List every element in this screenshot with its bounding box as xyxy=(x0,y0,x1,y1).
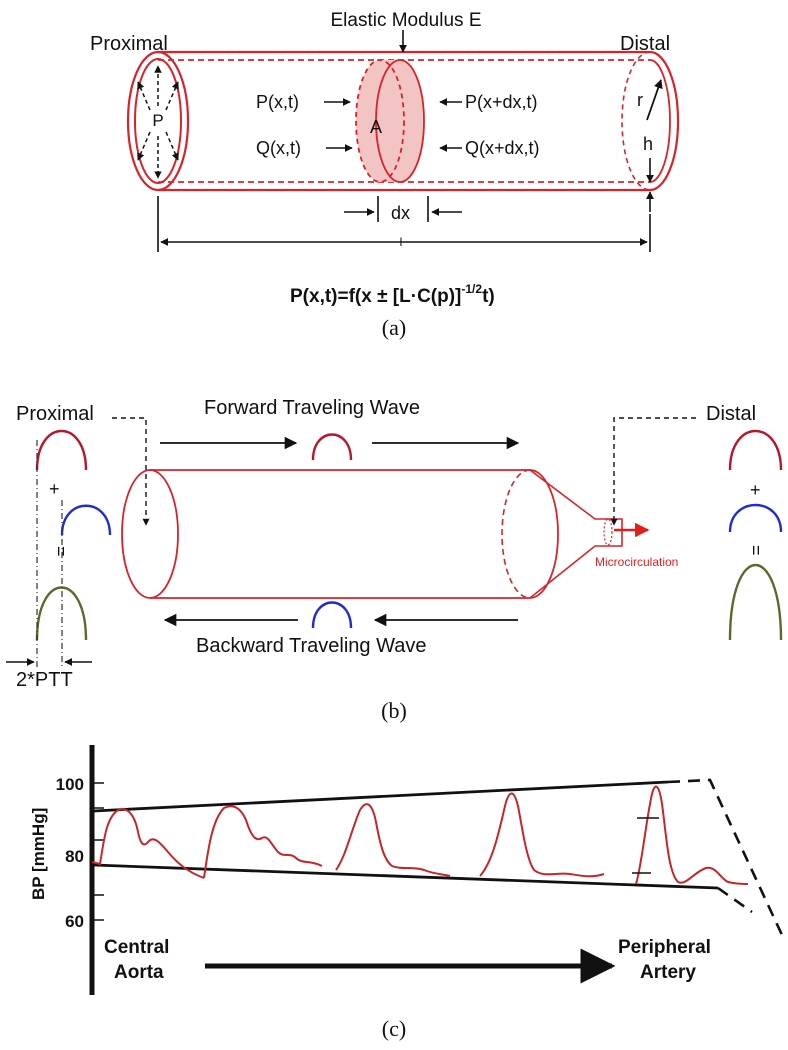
distal-forward-wave xyxy=(728,430,783,471)
proximal-plus: + xyxy=(49,479,60,499)
proximal-summation: + = 2*PTT xyxy=(6,430,112,691)
tick-60: 60 xyxy=(65,912,84,931)
elastic-modulus-label: Elastic Modulus E xyxy=(330,10,481,31)
p-right-label: P(x+dx,t) xyxy=(465,92,538,112)
vessel-b xyxy=(121,469,623,599)
central-label-1: Central xyxy=(104,937,169,958)
distal-sum-wave xyxy=(728,563,783,641)
bp-trace-peripheral xyxy=(635,785,749,885)
backward-wave-icon xyxy=(311,601,353,629)
bp-axis-label: BP [mmHg] xyxy=(29,808,48,900)
equation-main: P(x,t)=f(x ± [L·C(p)] xyxy=(290,286,461,307)
bp-trace-central xyxy=(91,808,205,879)
panel-a: P Proximal Distal Elastic Modulus E A P(… xyxy=(90,10,680,340)
forward-wave-icon xyxy=(311,433,353,461)
proximal-forward-wave xyxy=(35,430,88,471)
peripheral-label-1: Peripheral xyxy=(618,937,711,958)
equation-tail: t) xyxy=(482,286,495,307)
bp-trace-3 xyxy=(335,803,451,877)
proximal-label-b: Proximal xyxy=(16,403,94,425)
backward-label: Backward Traveling Wave xyxy=(196,635,426,657)
distal-leader xyxy=(610,417,696,526)
caption-c: (c) xyxy=(382,1016,406,1041)
distal-summation: + = xyxy=(728,430,783,641)
distal-label: Distal xyxy=(620,33,670,55)
radius-label: r xyxy=(637,90,643,110)
proximal-label: Proximal xyxy=(90,33,168,55)
tick-80: 80 xyxy=(65,847,84,866)
vessel-segment xyxy=(355,59,425,183)
length-label: l xyxy=(400,235,403,249)
caption-b: (b) xyxy=(381,698,407,723)
bp-traces xyxy=(91,785,749,885)
bp-trace-2 xyxy=(203,805,323,879)
radius-arrow xyxy=(646,79,663,121)
upper-envelope xyxy=(93,780,669,813)
q-right-label: Q(x+dx,t) xyxy=(465,138,540,158)
distal-equals: = xyxy=(746,545,766,556)
proximal-backward-wave xyxy=(60,504,112,536)
equation-exponent: -1/2 xyxy=(461,282,482,296)
upper-envelope-extension xyxy=(667,778,784,936)
panel-c: 100 80 60 BP [mmHg] Central Aorta Periph… xyxy=(29,745,784,1041)
bp-trace-4 xyxy=(479,792,605,878)
lower-envelope-extension xyxy=(717,886,753,914)
caption-a: (a) xyxy=(382,315,406,340)
proximal-leader xyxy=(112,417,150,526)
lower-envelope xyxy=(93,863,719,890)
forward-label: Forward Traveling Wave xyxy=(204,397,420,419)
distal-backward-wave xyxy=(728,503,783,533)
pressure-label: P xyxy=(152,111,163,130)
central-label-2: Aorta xyxy=(114,962,164,983)
proximal-equals: = xyxy=(51,546,71,557)
p-left-label: P(x,t) xyxy=(256,92,299,112)
panel-b: Proximal Forward Traveling Wave Microcir… xyxy=(6,397,783,723)
area-label: A xyxy=(370,117,382,137)
distal-plus: + xyxy=(750,480,761,500)
ptt-label: 2*PTT xyxy=(16,669,73,691)
thickness-label: h xyxy=(643,134,653,154)
dx-label: dx xyxy=(391,203,410,223)
tick-100: 100 xyxy=(56,775,84,794)
equation: P(x,t)=f(x ± [L·C(p)]-1/2t) xyxy=(290,282,495,307)
microcirculation-label: Microcirculation xyxy=(595,555,678,569)
pressure-arrows xyxy=(137,65,179,179)
distal-label-b: Distal xyxy=(706,403,756,425)
peripheral-label-2: Artery xyxy=(640,962,696,983)
q-left-label: Q(x,t) xyxy=(256,138,301,158)
